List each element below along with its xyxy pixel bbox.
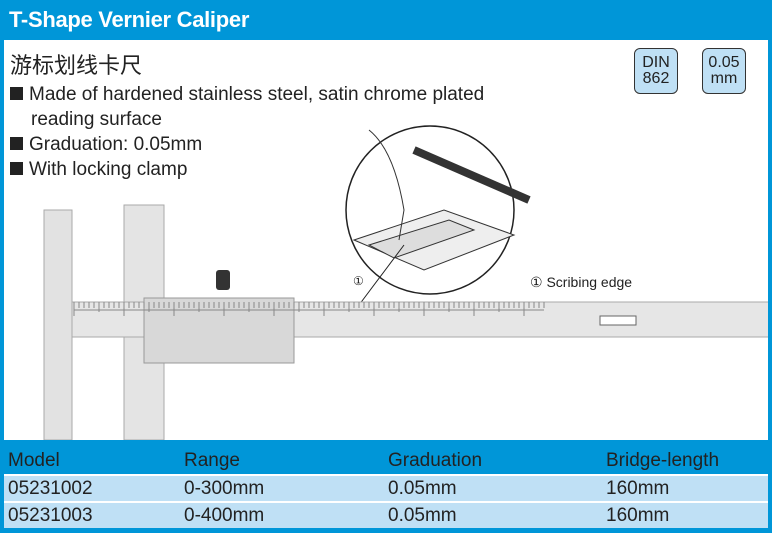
callout-line bbox=[358, 244, 405, 306]
scale-ticks bbox=[73, 302, 545, 316]
scribing-edge-label: ① Scribing edge bbox=[530, 274, 633, 290]
cell-range: 0-300mm bbox=[180, 474, 384, 502]
feature-text: With locking clamp bbox=[29, 159, 188, 180]
table-header-row: Model Range Graduation Bridge-length bbox=[4, 448, 768, 475]
product-panel: 游标划线卡尺 Made of hardened stainless steel,… bbox=[4, 40, 768, 440]
feature-text: Graduation: 0.05mm bbox=[29, 134, 203, 155]
feature-text: reading surface bbox=[31, 109, 162, 130]
models-table: Model Range Graduation Bridge-length 052… bbox=[4, 448, 768, 528]
brand-logo bbox=[599, 315, 637, 326]
page-title: T-Shape Vernier Caliper bbox=[9, 7, 250, 32]
badge-line: mm bbox=[710, 70, 738, 87]
column-header: Graduation bbox=[388, 450, 483, 471]
bullet-icon bbox=[10, 162, 23, 175]
scribing-part bbox=[367, 219, 476, 259]
cell-graduation: 0.05mm bbox=[384, 474, 602, 502]
cell-bridge-length: 160mm bbox=[602, 474, 768, 502]
chinese-title: 游标划线卡尺 bbox=[10, 53, 143, 78]
badge-line: 0.05 bbox=[708, 54, 740, 71]
stock-bar bbox=[43, 209, 73, 440]
vernier-slider bbox=[143, 297, 295, 364]
detail-circle bbox=[345, 125, 515, 295]
feature-item: With locking clamp bbox=[10, 157, 187, 182]
callout-number: ① bbox=[353, 274, 364, 288]
cell-model: 05231002 bbox=[4, 474, 180, 502]
feature-item: Made of hardened stainless steel, satin … bbox=[10, 82, 484, 107]
bullet-icon bbox=[10, 87, 23, 100]
column-header: Bridge-length bbox=[606, 450, 720, 471]
detail-beam bbox=[412, 146, 531, 204]
feature-text: Made of hardened stainless steel, satin … bbox=[29, 84, 485, 105]
column-header: Model bbox=[8, 450, 60, 471]
table-row: 05231002 0-300mm 0.05mm 160mm bbox=[4, 474, 768, 502]
column-header: Range bbox=[184, 450, 240, 471]
hand-sketch bbox=[368, 129, 405, 241]
badge-line: DIN bbox=[642, 54, 670, 71]
badge-line: 862 bbox=[642, 70, 670, 87]
table-row: 05231003 0-400mm 0.05mm 160mm bbox=[4, 501, 768, 528]
caliper-illustration bbox=[43, 125, 768, 440]
cell-range: 0-400mm bbox=[180, 501, 384, 528]
feature-item: Graduation: 0.05mm bbox=[10, 132, 202, 157]
locking-clamp-icon bbox=[216, 270, 230, 290]
cell-model: 05231003 bbox=[4, 501, 180, 528]
bullet-icon bbox=[10, 137, 23, 150]
cell-bridge-length: 160mm bbox=[602, 501, 768, 528]
cell-graduation: 0.05mm bbox=[384, 501, 602, 528]
